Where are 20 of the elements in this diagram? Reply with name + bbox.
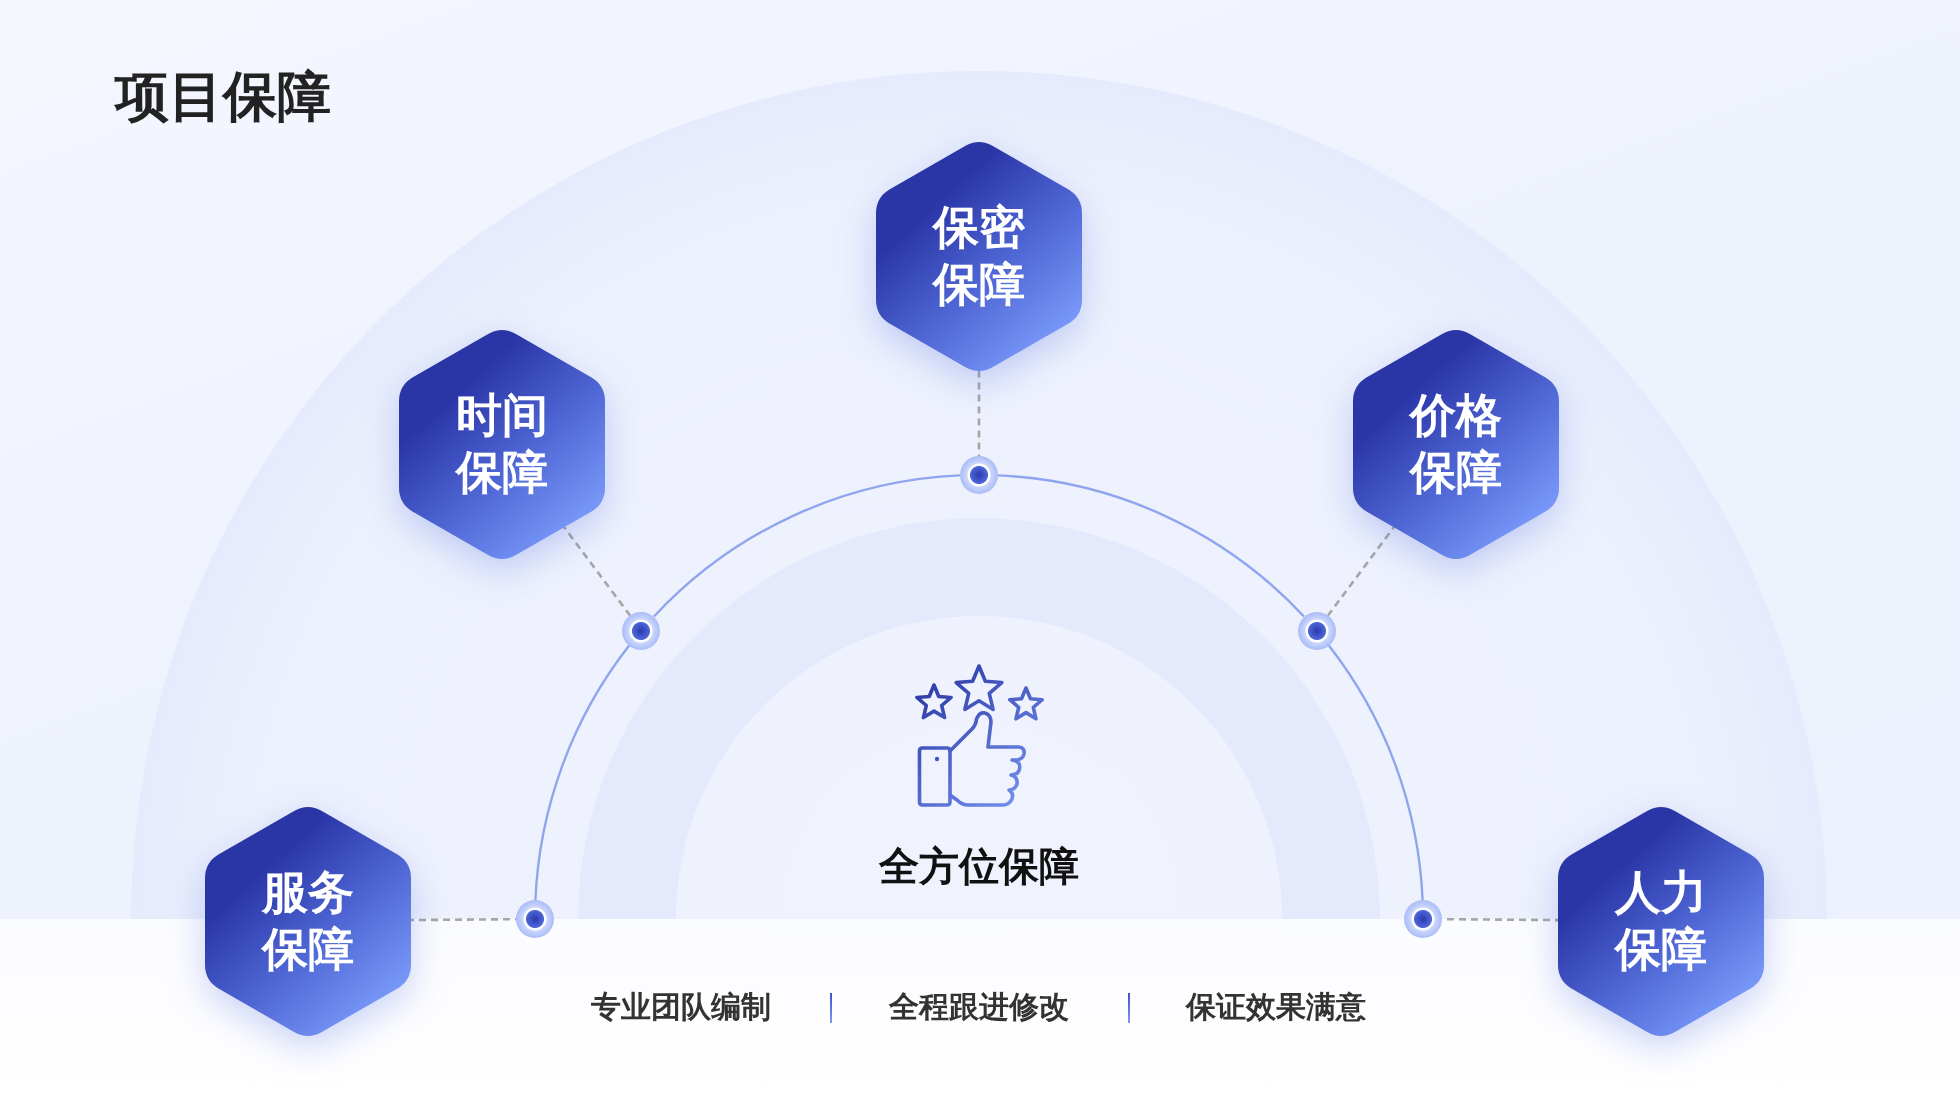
center-title: 全方位保障 bbox=[879, 843, 1079, 889]
hexagon bbox=[876, 141, 1082, 371]
node-title: 时间保障 bbox=[454, 387, 549, 501]
hexagon bbox=[205, 806, 411, 1036]
arc-line bbox=[534, 644, 631, 901]
title: 项目保障 bbox=[115, 67, 331, 127]
arc-line bbox=[653, 474, 961, 618]
feature-text: 专业团队编制 bbox=[591, 989, 771, 1025]
leader-line bbox=[977, 370, 981, 456]
hexagon bbox=[1353, 329, 1559, 559]
hexagon bbox=[399, 329, 605, 559]
node-title: 价格保障 bbox=[1408, 387, 1503, 501]
arc-line bbox=[997, 474, 1305, 618]
arc-line bbox=[1327, 644, 1424, 901]
hexagon bbox=[1558, 806, 1764, 1036]
node-title: 服务保障 bbox=[260, 864, 355, 978]
node-title: 人力保障 bbox=[1613, 864, 1708, 978]
feature-text: 全程跟进修改 bbox=[889, 989, 1069, 1025]
node-title: 保密保障 bbox=[931, 199, 1026, 313]
feature-text: 保证效果满意 bbox=[1186, 989, 1366, 1025]
